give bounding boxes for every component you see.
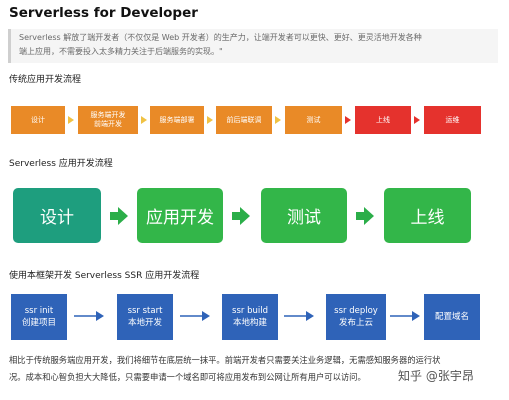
flow3-desc: 本地构建	[232, 318, 267, 328]
flow3-desc: 创建项目	[21, 318, 56, 328]
watermark: 知乎 @张宇昂	[398, 369, 474, 383]
arrow-right-icon	[141, 116, 147, 124]
intro-quote: Serverless 解放了端开发者（不仅仅是 Web 开发者）的生产力，让端开…	[8, 29, 498, 63]
flow3-step: ssr start 本地开发	[117, 294, 173, 340]
arrow-right-icon	[284, 311, 314, 321]
arrow-right-icon	[414, 116, 420, 124]
flow3-step: 配置域名	[424, 294, 480, 340]
flow1-step: 上线	[355, 106, 411, 134]
arrow-right-icon	[356, 207, 374, 225]
flow2-step: 设计	[13, 188, 101, 243]
summary-paragraph: 相比于传统服务端应用开发，我们将细节在底层统一抹平。前端开发者只需要关注业务逻辑…	[9, 352, 503, 386]
flow1-step: 测试	[285, 106, 342, 134]
summary-line-2: 况。成本和心智负担大大降低，只需要申请一个域名即可将应用发布到公网让所有用户可以…	[9, 372, 366, 382]
flow2-step: 上线	[384, 188, 471, 243]
flow1-step: 服务端部署	[150, 106, 204, 134]
flow3-command: ssr deploy	[334, 306, 378, 316]
flow2-step: 应用开发	[137, 188, 223, 243]
flow3-command: ssr build	[232, 306, 268, 316]
flow3-desc: 发布上云	[338, 318, 373, 328]
flow1-step: 前后端联调	[216, 106, 272, 134]
flow3-step: ssr init 创建项目	[11, 294, 67, 340]
page-title: Serverless for Developer	[9, 5, 198, 21]
section2-label: Serverless 应用开发流程	[9, 159, 113, 169]
arrow-right-icon	[232, 207, 250, 225]
flow3-step: ssr deploy 发布上云	[326, 294, 386, 340]
quote-line-1: Serverless 解放了端开发者（不仅仅是 Web 开发者）的生产力，让端开…	[19, 33, 422, 42]
arrow-right-icon	[180, 311, 210, 321]
quote-line-2: 端上应用，不需要投入太多精力关注于后端服务的实现。"	[19, 47, 223, 56]
flow1-step: 运维	[424, 106, 481, 134]
flow3-step: ssr build 本地构建	[222, 294, 278, 340]
flow3-command: ssr init	[24, 306, 54, 316]
arrow-right-icon	[68, 116, 74, 124]
flow1-step: 服务端开发 前端开发	[78, 106, 138, 134]
arrow-right-icon	[110, 207, 128, 225]
summary-line-1: 相比于传统服务端应用开发，我们将细节在底层统一抹平。前端开发者只需要关注业务逻辑…	[9, 355, 441, 365]
flow1-step: 设计	[11, 106, 65, 134]
flow2-step: 测试	[261, 188, 347, 243]
section3-label: 使用本框架开发 Serverless SSR 应用开发流程	[9, 271, 200, 281]
arrow-right-icon	[345, 116, 351, 124]
arrow-right-icon	[74, 311, 104, 321]
arrow-right-icon	[390, 311, 420, 321]
flow3-command: ssr start	[127, 306, 163, 316]
flow3-desc: 本地开发	[127, 318, 162, 328]
flow3-command: 配置域名	[434, 312, 469, 322]
arrow-right-icon	[207, 116, 213, 124]
section1-label: 传统应用开发流程	[9, 75, 82, 85]
arrow-right-icon	[275, 116, 281, 124]
